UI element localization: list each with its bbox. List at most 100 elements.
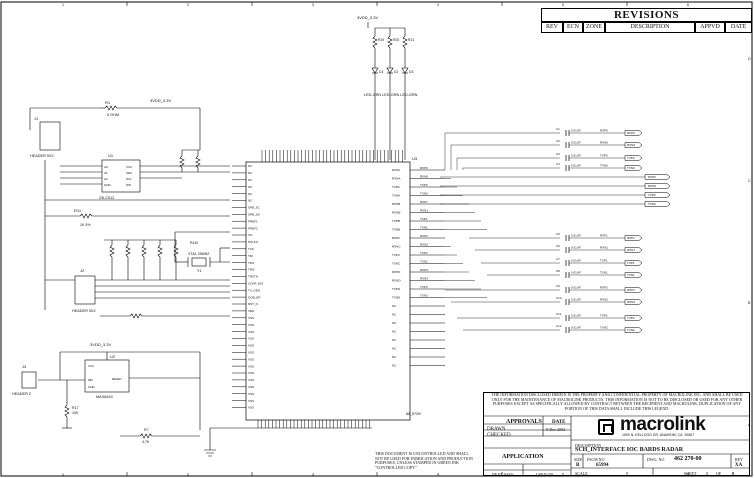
u3-left-pin-label: OOB_EP <box>248 295 260 299</box>
zone-label-top: 1 <box>62 3 64 7</box>
rev-col-zone: ZONE <box>583 22 605 33</box>
u3-right-pin-label: TXNC <box>392 262 401 266</box>
resistor-r8 <box>100 313 230 319</box>
u3-left-pin-label: VSS <box>248 316 254 320</box>
cap-ref: C7 <box>556 257 560 261</box>
revisions-title: REVISIONS <box>541 8 752 22</box>
size-value: B <box>576 463 580 468</box>
net-port-label: TXN0 <box>627 166 635 170</box>
resistor-r7 <box>120 433 200 439</box>
net-port-icon <box>644 174 671 180</box>
zone-label-top: 3 <box>312 3 314 7</box>
u1-part: 24LC512 <box>99 196 114 200</box>
cap-net: RXN2 <box>600 298 608 302</box>
top-power-label: 3VDD_3.3V <box>357 15 378 20</box>
u3-right-pin-label: TXPD <box>392 287 401 291</box>
led-diode-icon <box>386 67 394 74</box>
net-port-label: RXP0 <box>627 131 635 135</box>
net-label: RXN3 <box>420 277 428 281</box>
j2-part: HEADER 5X2 <box>72 309 96 313</box>
u3-left-pin-label: NC <box>248 192 253 196</box>
zone-label-top: 4 <box>437 3 439 7</box>
r7-value: 4.7K <box>142 440 150 444</box>
cap-value: 0.01UF <box>571 164 581 168</box>
rev-col-ecn: ECN <box>563 22 583 33</box>
of-label: OF <box>716 471 722 476</box>
resistor-r1 <box>100 105 201 150</box>
u3-left-pin-label: CONF_DIS <box>248 282 263 286</box>
u3-left-pin-label: SPB_SD <box>248 213 261 217</box>
u1-pin-a2: A2 <box>104 177 108 181</box>
cap-value: 0.01UF <box>571 286 581 290</box>
led-diode-icon <box>371 67 379 74</box>
far-net-label: RXP0 <box>648 175 656 179</box>
cap-net: RXN0 <box>600 141 608 145</box>
cap-value: 0.01UF <box>571 326 581 330</box>
u3-right-pin-label: TXPA <box>392 185 400 189</box>
net-port-label: TXN1 <box>627 273 635 277</box>
u3-left-pin-label: RST_N <box>248 302 258 306</box>
u3-right-pin-label: TXPC <box>392 253 401 257</box>
drawn-date: 9-Dec-2002 <box>546 427 566 432</box>
net-port-icon <box>624 299 643 305</box>
u3-left-pin-label: TX_GEN <box>248 288 260 292</box>
cap-ref: C5 <box>556 232 560 236</box>
far-net-label: RXN0 <box>648 184 656 188</box>
led-ref: D2 <box>394 70 398 74</box>
cap-value: 0.01UF <box>571 246 581 250</box>
u1-ref: U1 <box>108 153 114 158</box>
u2-ref: U2 <box>110 354 116 359</box>
rev-col-description: DESCRIPTION <box>605 22 695 33</box>
zone-label-bottom: 5 <box>562 473 564 477</box>
j2-ref: J2 <box>80 268 85 273</box>
u3-left-pin-label: VSS <box>248 351 254 355</box>
cap-net: TXP2 <box>600 314 608 318</box>
u3-right-pin-label: RXPB <box>392 202 400 206</box>
description-value: SCH_INTERFACE IOC BARDS RADAR <box>575 447 684 453</box>
zone-label-top: 2 <box>187 3 189 7</box>
cap-net: TXP1 <box>600 259 608 263</box>
net-port-icon <box>624 142 643 148</box>
net-port-icon <box>624 260 643 266</box>
net-port-label: TXP0 <box>627 156 635 160</box>
net-label: RXN0 <box>420 175 428 179</box>
cap-ref: C8 <box>556 269 560 273</box>
net-label: RXN1 <box>420 209 428 213</box>
title-block: APPROVALS DATE DRAWN 9-Dec-2002 CHECKED … <box>483 392 750 477</box>
u3-right-pin-label: RXPD <box>392 270 401 274</box>
pullup-resistor <box>179 155 185 169</box>
u3-right-pin-label: NC <box>392 338 397 342</box>
header-j1 <box>29 107 100 151</box>
net-label: RXP2 <box>420 234 428 238</box>
u3-right-pin-label: RXPA <box>392 168 400 172</box>
net-port-label: TXP2 <box>627 316 635 320</box>
net-label: TXN2 <box>420 260 428 264</box>
cap-ref: C10 <box>556 296 562 300</box>
u3-bottom-label: 88_572N <box>406 412 421 416</box>
resistor-r11 <box>45 213 230 219</box>
u3-left-pin-label: VSS <box>248 323 254 327</box>
pullup-resistors-jtag <box>104 239 179 280</box>
net-label: TXN1 <box>420 226 428 230</box>
u1-pin-a1: A1 <box>104 171 108 175</box>
u3-left-pin-label: VSS <box>248 378 254 382</box>
cap-net: RXP2 <box>600 286 608 290</box>
cap-ref: C12 <box>556 324 562 328</box>
cap-net: TXP0 <box>600 154 608 158</box>
osc-resistor-label: R1M <box>190 241 198 245</box>
u3-top-pins <box>261 150 403 162</box>
u3-left-pin-label: NC <box>248 164 253 168</box>
net-port-icon <box>624 287 643 293</box>
j3-ref: J3 <box>22 364 27 369</box>
u1-pin-vcc: VCC <box>126 165 133 169</box>
net-port-icon <box>644 183 671 189</box>
y1-ref: Y1 <box>197 269 202 273</box>
net-label: TXP3 <box>420 285 428 289</box>
net-port-icon <box>624 235 643 241</box>
of-value: 8 <box>732 471 734 476</box>
dwg-value: 462 270-00 <box>674 456 702 462</box>
net-port-icon <box>624 155 643 161</box>
